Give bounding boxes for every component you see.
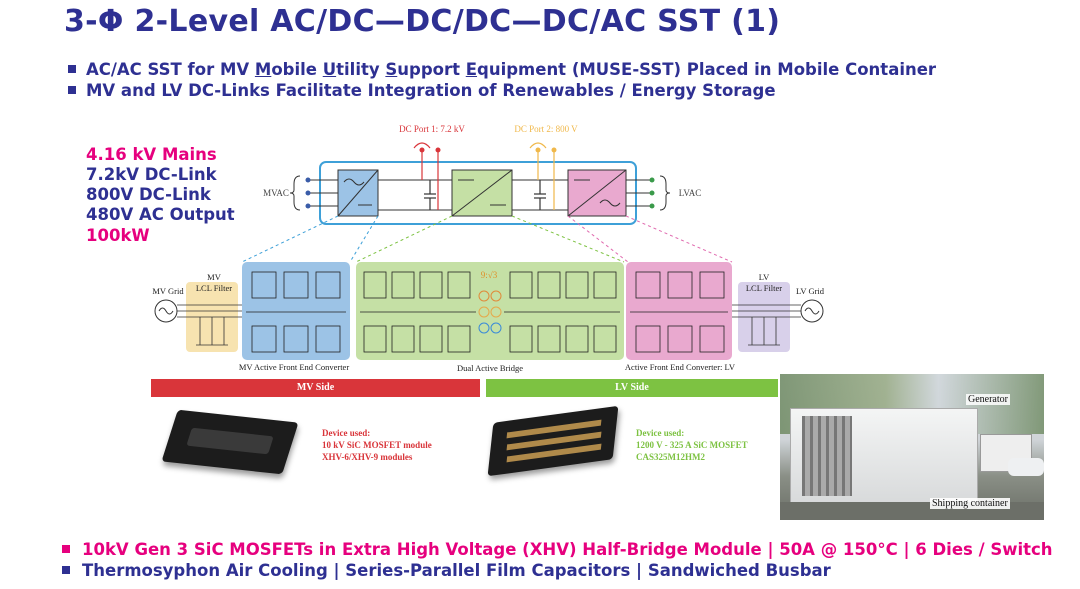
lv-afe-label: Active Front End Converter: LV (625, 362, 736, 372)
lv-filter-label-2: LCL Filter (746, 283, 782, 293)
transformer-ratio: 9:√3 (481, 270, 498, 280)
generator-label: Generator (966, 394, 1010, 405)
bullet-muse-sst: AC/AC SST for MV Mobile Utility Support … (68, 60, 936, 79)
mv-afe-region (242, 262, 350, 360)
bullet-square-icon (62, 565, 70, 574)
spec-mains: 4.16 kV Mains (86, 145, 217, 164)
mv-side-band: MV Side (151, 379, 480, 397)
mv-grid-label: MV Grid (152, 286, 184, 296)
spec-ac-output: 480V AC Output (86, 205, 235, 224)
lv-grid-label: LV Grid (796, 286, 825, 296)
bullet-square-icon (62, 544, 70, 553)
dab-region (356, 262, 624, 360)
lv-device-info: Device used: 1200 V - 325 A SiC MOSFET C… (636, 428, 748, 462)
lvac-label: LVAC (679, 188, 702, 198)
shipping-container-label: Shipping container (930, 498, 1010, 509)
bullet-dc-links: MV and LV DC-Links Facilitate Integratio… (68, 81, 776, 100)
lv-afe-region (626, 262, 732, 360)
bullet-square-icon (68, 64, 76, 73)
lv-filter-label-1: LV (759, 272, 770, 282)
spec-lv-dc-link: 800V DC-Link (86, 185, 211, 204)
xhv-module-image (160, 409, 300, 475)
lv-side-band: LV Side (486, 379, 778, 397)
container-photo: Generator Shipping container (780, 374, 1044, 520)
bullet-square-icon (68, 85, 76, 94)
dc-port1-label: DC Port 1: 7.2 kV (399, 124, 465, 134)
spec-power: 100kW (86, 226, 150, 245)
mvac-label: MVAC (263, 188, 289, 198)
bottom-bullet-sic-mosfet: 10kV Gen 3 SiC MOSFETs in Extra High Vol… (62, 540, 1053, 559)
mv-afe-label: MV Active Front End Converter (239, 362, 349, 372)
mv-filter-label-1: MV (207, 272, 222, 282)
spec-mv-dc-link: 7.2kV DC-Link (86, 165, 217, 184)
dc-port2-label: DC Port 2: 800 V (514, 124, 578, 134)
mv-device-info: Device used: 10 kV SiC MOSFET module XHV… (322, 428, 432, 462)
dab-label: Dual Active Bridge (457, 363, 523, 373)
mv-filter-label-2: LCL Filter (196, 283, 232, 293)
bottom-bullet-cooling: Thermosyphon Air Cooling | Series-Parall… (62, 561, 831, 580)
transformer-icon (478, 290, 502, 334)
page-title: 3-Φ 2-Level AC/DC—DC/DC—DC/AC SST (1) (64, 4, 781, 39)
cas325-module-image (486, 405, 620, 477)
